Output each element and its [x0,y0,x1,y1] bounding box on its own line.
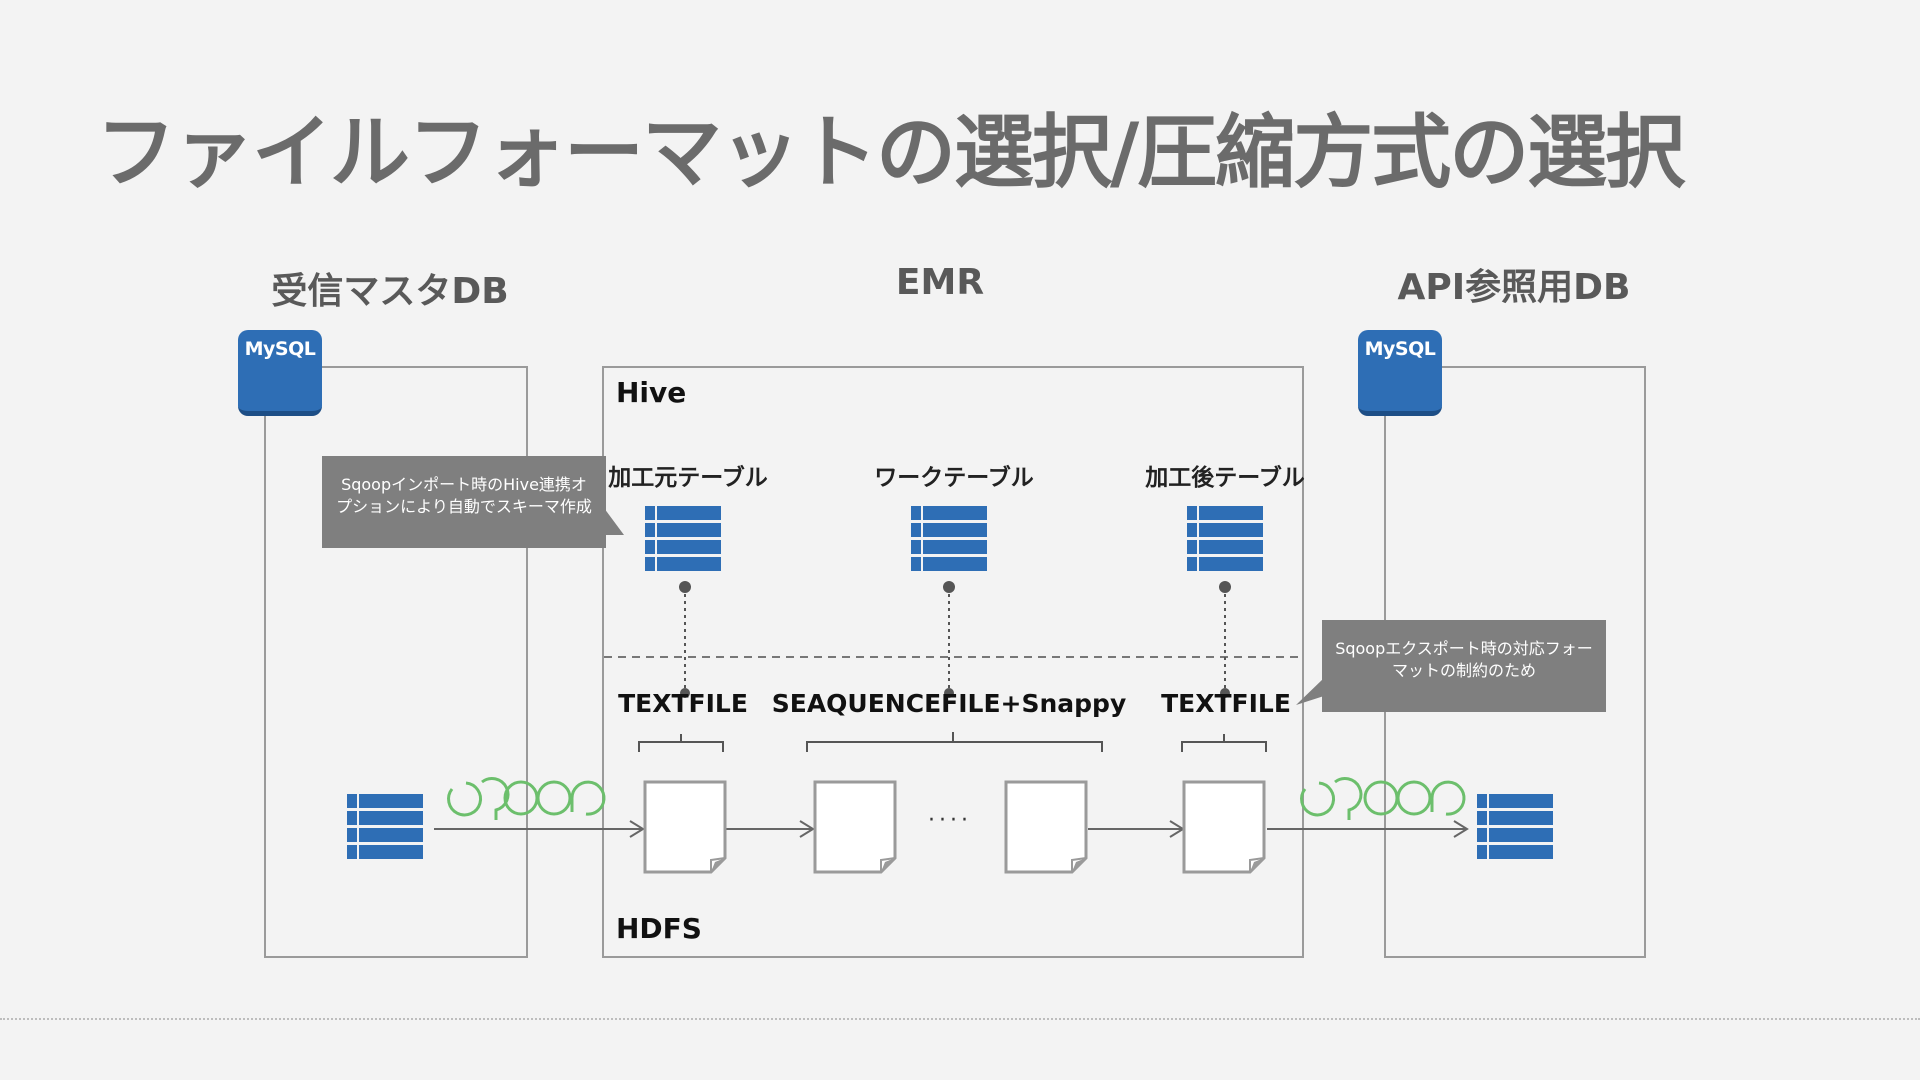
source-table-label: 加工元テーブル [608,465,768,491]
callout-text: マットの制約のため [1391,661,1536,680]
export-callout: Sqoopエクスポート時の対応フォー マットの制約のため [1322,620,1606,712]
format-label: TEXTFILE [618,689,748,718]
flow-arrow [726,820,815,838]
format-brace [806,732,1103,752]
hive-label: Hive [616,376,687,409]
format-label: TEXTFILE [1161,689,1291,718]
callout-text: Sqoopエクスポート時の対応フォー [1335,639,1593,658]
callout-text: Sqoopインポート時のHive連携オ [341,475,587,494]
flow-arrow [1267,820,1469,838]
work-table-label: ワークテーブル [874,465,1034,491]
source-db-title: 受信マスタDB [271,271,509,312]
page-title: ファイルフォーマットの選択/圧縮方式の選択 [96,106,1685,199]
processed-table-label: 加工後テーブル [1145,465,1305,491]
emr-title: EMR [895,262,985,303]
flow-arrow [1088,820,1185,838]
table-format-connector [1219,581,1231,698]
table-format-connector [943,581,955,698]
more-files-ellipsis: ···· [928,808,972,833]
table-format-connector [679,581,691,698]
import-callout: Sqoopインポート時のHive連携オ プションにより自動でスキーマ作成 [322,456,606,548]
format-brace [638,734,724,752]
format-brace [1181,734,1267,752]
flow-arrow [434,820,645,838]
mysql-logo: MySQL [238,330,322,416]
hdfs-label: HDFS [616,912,702,945]
target-db-title: API参照用DB [1397,267,1631,308]
footer-divider [0,1018,1920,1020]
format-label: SEAQUENCEFILE+Snappy [771,689,1127,718]
mysql-logo: MySQL [1358,330,1442,416]
callout-text: プションにより自動でスキーマ作成 [336,497,592,516]
